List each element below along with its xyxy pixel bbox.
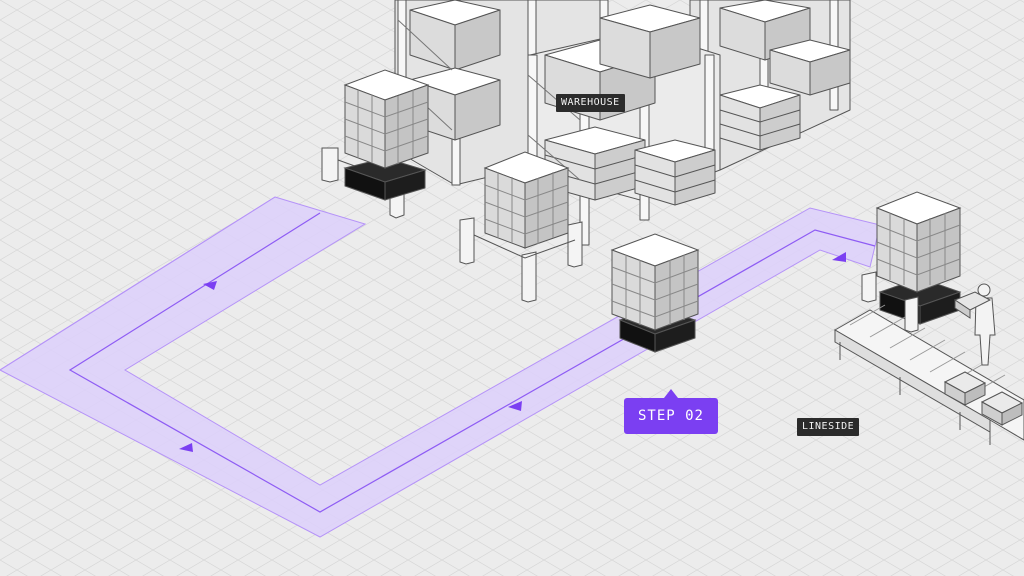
warehouse-label: WAREHOUSE (556, 94, 625, 112)
worker-icon (953, 283, 996, 366)
direction-arrow-icon (203, 281, 217, 290)
direction-arrow-icon (832, 252, 846, 262)
direction-arrow-icon (179, 443, 193, 452)
conveyor-icon (833, 304, 1024, 445)
mobile-robot-icon (321, 69, 430, 219)
step-badge: STEP 02 (624, 389, 718, 434)
mobile-robot-icon (610, 233, 700, 353)
mobile-robot-icon (861, 191, 962, 333)
pallet-cage-icon (459, 151, 583, 303)
pallet-rack-icon (394, 0, 851, 246)
lineside-label: LINESIDE (797, 418, 860, 436)
direction-arrow-icon (508, 401, 522, 411)
